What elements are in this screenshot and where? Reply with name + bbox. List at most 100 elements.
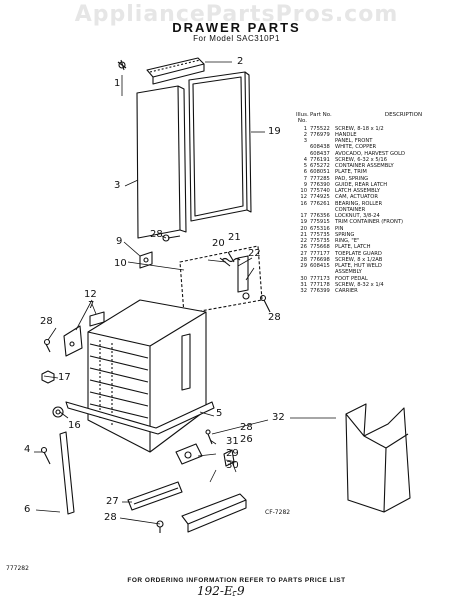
row-illus-no: 22 bbox=[300, 238, 307, 244]
row-description: WHITE, COPPER bbox=[335, 144, 377, 151]
row-description: SCREW, 6-32 x 5/16 bbox=[335, 156, 388, 163]
screw-part-28-left bbox=[43, 338, 51, 353]
row-part-no: 608437 bbox=[310, 150, 330, 157]
row-illus-no: 27 bbox=[300, 250, 307, 257]
row-part-no: 608051 bbox=[310, 169, 330, 176]
row-part-no: 776261 bbox=[310, 200, 330, 207]
callout-19: 19 bbox=[268, 126, 281, 137]
row-description: SCREW, 8 x 1/2AB bbox=[335, 256, 383, 263]
row-illus-no: 31 bbox=[300, 281, 307, 288]
header-description: DESCRIPTION bbox=[384, 112, 423, 118]
table-row: ASSEMBLY bbox=[296, 269, 472, 275]
table-row: 3 PANEL, FRONT bbox=[296, 138, 472, 144]
callout-28-right: 28 bbox=[268, 312, 281, 323]
callout-32: 32 bbox=[272, 412, 285, 423]
callout-30: 30 bbox=[226, 460, 239, 471]
row-description: CONTAINER bbox=[335, 206, 366, 213]
row-description: PANEL, FRONT bbox=[335, 138, 373, 144]
row-part-no: 675272 bbox=[310, 163, 330, 169]
callout-16: 16 bbox=[68, 420, 81, 431]
handle-part bbox=[146, 57, 205, 85]
roller-bearing-part bbox=[52, 406, 64, 418]
handwritten-note: 192-E-9 bbox=[197, 584, 245, 598]
ordering-footer: FOR ORDERING INFORMATION REFER TO PARTS … bbox=[127, 577, 346, 584]
parts-table-header: Illus. No. Part No. DESCRIPTION bbox=[296, 112, 472, 125]
row-description: ASSEMBLY bbox=[335, 269, 362, 276]
row-part-no: 777285 bbox=[310, 175, 330, 182]
callout-12: 12 bbox=[84, 289, 97, 300]
row-description: GUIDE, REAR LATCH bbox=[335, 181, 388, 188]
row-illus-no: 6 bbox=[303, 169, 307, 176]
row-description: PAD, SPRING bbox=[335, 175, 369, 182]
row-part-no: 775915 bbox=[310, 219, 330, 226]
table-row: 608437 AVOCADO, HARVEST GOLD bbox=[296, 151, 472, 157]
row-description: AVOCADO, HARVEST GOLD bbox=[335, 150, 405, 157]
callout-10: 10 bbox=[114, 258, 127, 269]
callout-28-upper: 28 bbox=[150, 229, 163, 240]
diagram-subtitle: For Model SAC310P1 bbox=[193, 34, 280, 43]
row-description: PLATE, LATCH bbox=[335, 244, 371, 251]
row-illus-no: 3 bbox=[303, 138, 307, 144]
callout-3: 3 bbox=[114, 180, 121, 191]
callout-26: 26 bbox=[240, 434, 253, 445]
foot-pedal-part bbox=[181, 493, 247, 533]
callout-4: 4 bbox=[24, 444, 31, 455]
row-description: TRIM CONTAINER (FRONT) bbox=[335, 219, 404, 226]
header-illus-no: Illus. No. bbox=[296, 112, 309, 125]
row-description: SPRING bbox=[335, 231, 355, 238]
row-description: PLATE, HUT WELD bbox=[335, 263, 382, 269]
callout-29: 29 bbox=[226, 448, 239, 459]
row-description: LATCH ASSEMBLY bbox=[335, 188, 381, 194]
callout-2: 2 bbox=[237, 56, 244, 67]
row-part-no: 774925 bbox=[310, 194, 330, 201]
table-row: CONTAINER bbox=[296, 207, 472, 213]
diagram-title: DRAWER PARTS bbox=[172, 20, 301, 35]
row-part-no: 776390 bbox=[310, 181, 330, 188]
row-part-no: 776979 bbox=[310, 131, 330, 138]
side-code: 777282 bbox=[6, 565, 29, 572]
row-illus-no: 16 bbox=[300, 200, 307, 207]
row-part-no: 776399 bbox=[310, 288, 330, 294]
row-part-no: 777177 bbox=[310, 250, 330, 257]
row-description: TOEPLATE GUARD bbox=[335, 250, 382, 257]
row-illus-no: 9 bbox=[303, 181, 307, 188]
row-description: CAM, ACTUATOR bbox=[335, 194, 378, 201]
row-part-no: 776356 bbox=[310, 213, 330, 219]
screw-part-31 bbox=[205, 429, 213, 445]
row-description: SCREW, 8-32 x 1/4 bbox=[335, 281, 384, 288]
row-illus-no: 32 bbox=[300, 288, 307, 294]
screw-part-28-right bbox=[259, 294, 271, 313]
callout-28-bottom: 28 bbox=[104, 512, 117, 523]
figure-code: CF-7282 bbox=[265, 509, 291, 516]
row-part-no: 608415 bbox=[310, 263, 330, 269]
row-description: RING, "E" bbox=[335, 238, 360, 244]
row-illus-no: 12 bbox=[300, 194, 307, 201]
callout-5: 5 bbox=[216, 408, 223, 419]
row-illus-no: 26 bbox=[300, 244, 307, 251]
row-description: CONTAINER ASSEMBLY bbox=[335, 163, 394, 169]
row-illus-no: 5 bbox=[303, 163, 307, 169]
screw-part-28-bottom bbox=[156, 520, 164, 533]
row-part-no: 775522 bbox=[310, 125, 330, 132]
toeplate-guard-part bbox=[127, 481, 183, 511]
